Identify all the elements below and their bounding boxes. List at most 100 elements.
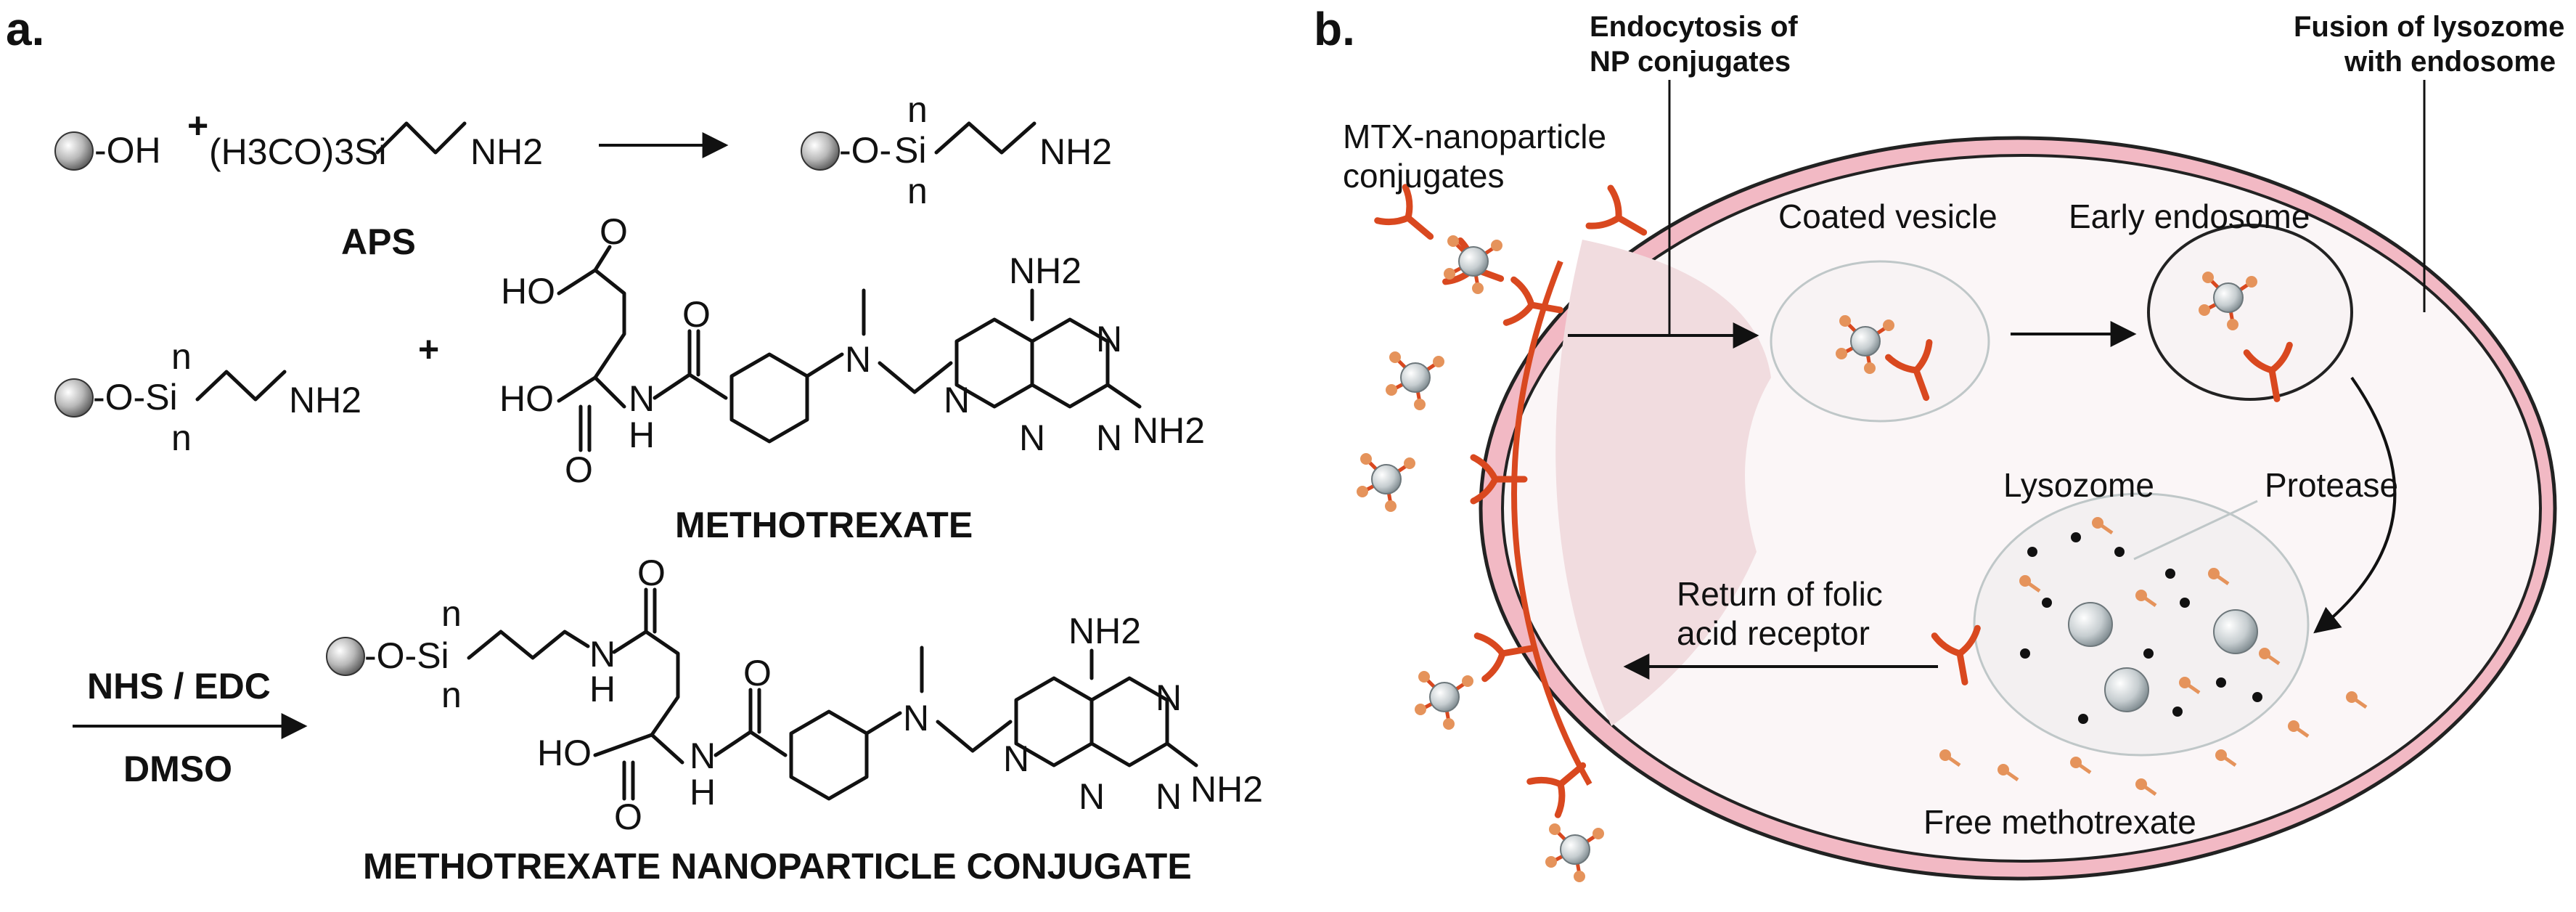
product-amine: NH2 [1039,131,1112,172]
receptor-membrane-band [1511,260,1592,786]
protease-dots [2020,532,2262,724]
protease-pointer [2133,500,2258,561]
fusion-label-line2: with endosome [2344,46,2556,78]
panel-b: b. [1314,3,2564,882]
coated-vesicle-label: Coated vesicle [1778,198,1998,235]
product-bead [801,131,840,171]
mtx-ring-n-1: N [944,380,970,420]
mtx-glutamate-bonds [557,245,626,409]
conjugate-hydroxyl: HO [537,733,592,773]
nanoparticle-bead [54,131,94,171]
mtx-amine-top: NH2 [1009,251,1081,291]
mtx-ring-n-3: N [1096,418,1122,458]
aps-silane-group: (H3CO)3Si [209,131,386,172]
plus-sign: + [187,105,208,146]
mtx-carbonyl-o-1: O [600,211,628,252]
conjugate-ring-n-1: N [1003,738,1029,779]
aminated-n-top: n [171,336,192,377]
mtx-amide-h: H [629,415,655,455]
product-chain-bonds [934,121,1036,155]
mtx-acid-bonds [557,375,597,452]
conjugate-amine-right: NH2 [1190,769,1263,810]
conjugate-o-si: -O-Si [364,635,449,676]
mtx-hydroxyl-left: HO [499,378,554,419]
conjugate-amide-h-2: H [690,772,716,813]
conjugate-chain-bonds [467,630,590,660]
mtx-conjugates-label-line1: MTX-nanoparticle [1343,118,1606,155]
conjugate-amine-bonds [1089,648,1198,768]
conjugate-amide-n-2: N [690,736,716,776]
product-oxygen: -O- [839,130,891,171]
aps-name: APS [341,221,416,262]
mtx-name: METHOTREXATE [675,505,973,545]
mtx-ring-n-4: N [1096,319,1122,359]
mtx-amide-bonds [653,329,728,400]
protease-label: Protease [2265,466,2398,504]
conjugate-amine-top: NH2 [1068,611,1141,651]
conjugate-amide-bonds [713,688,788,757]
mtx-carbonyl-o-2: O [565,449,593,490]
reagents-top: NHS / EDC [87,666,271,707]
conjugate-carbonyl-o-2: O [614,797,642,837]
mtx-nanoparticle [1386,351,1444,410]
conjugate-benzene-ring [791,712,867,799]
mtx-ring-n-2: N [1019,418,1045,458]
return-receptor-label-line2: acid receptor [1677,614,1870,652]
lysozome-particle [2213,609,2258,654]
conjugate-name: METHOTREXATE NANOPARTICLE CONJUGATE [363,846,1192,887]
mtx-nanoparticle [1545,823,1604,882]
mtx-amine-right: NH2 [1132,410,1205,451]
mtx-conjugates-label-line2: conjugates [1343,157,1505,195]
product-n-bottom: n [907,171,928,211]
early-endosome [2147,224,2353,401]
aps-chain-bonds [375,121,467,155]
mtx-nanoparticle [1415,671,1473,730]
reaction-2: -O-Si n n NH2 + HO O HO O N H O N N N N [54,211,1205,545]
conjugate-bead [326,637,365,676]
mtx-nanoparticle [1444,235,1502,294]
product-silicon: Si [894,130,926,171]
conjugate-carbonyl-o-3: O [743,653,772,693]
mtx-amine-bonds [1030,288,1142,409]
mtx-nanoparticle [1357,453,1415,512]
return-receptor-label-line1: Return of folic [1677,575,1883,613]
endocytosis-label-line2: NP conjugates [1590,46,1791,78]
conjugate-methyl-n: N [903,698,929,738]
mtx-linker-bonds [805,288,953,394]
conjugate-acid-bonds [593,733,654,801]
mtx-carbonyl-o-3: O [682,294,711,335]
conjugate-carbonyl-o-1: O [637,553,666,593]
fusion-label-line1: Fusion of lysozome [2294,11,2564,43]
conjugate-n-bottom: n [441,675,462,715]
conjugate-ring-n-3: N [1156,776,1182,817]
reaction-1: -OH + (H3CO)3Si NH2 APS -O- Si n n NH2 [54,89,1112,262]
conjugate-linker-bonds [864,646,1013,753]
aminated-amine: NH2 [289,380,361,420]
conjugate-amide-n: N [589,634,616,675]
reaction-3: NHS / EDC DMSO -O-Si n n N H O HO O N H … [73,553,1263,887]
mtx-amide-n: N [629,378,655,419]
hydroxyl-label: -OH [94,130,161,171]
aminated-chain-bonds [195,370,287,402]
early-endosome-label: Early endosome [2069,198,2310,235]
panel-b-label: b. [1314,3,1355,55]
fusion-arrow [2313,376,2397,634]
plus-sign-2: + [418,329,439,370]
lysozome [1973,492,2310,757]
panel-a: a. -OH + (H3CO)3Si NH2 APS -O- Si n n NH… [6,3,1263,887]
mtx-hydroxyl-top: HO [501,271,555,312]
cell-invagination [1555,240,1771,726]
product-n-top: n [907,89,928,130]
conjugate-ring-n-2: N [1079,776,1105,817]
aminated-o-si: -O-Si [93,377,178,418]
aminated-n-bottom: n [171,418,192,458]
conjugate-amide-h: H [589,669,616,709]
conjugate-ring-n-4: N [1156,677,1182,718]
free-mtx-label: Free methotrexate [1923,803,2196,841]
lysozome-particle [2068,602,2113,647]
aminated-bead [54,378,94,418]
reagents-bottom: DMSO [123,749,232,789]
mtx-benzene-ring [732,354,807,441]
panel-a-label: a. [6,3,44,55]
